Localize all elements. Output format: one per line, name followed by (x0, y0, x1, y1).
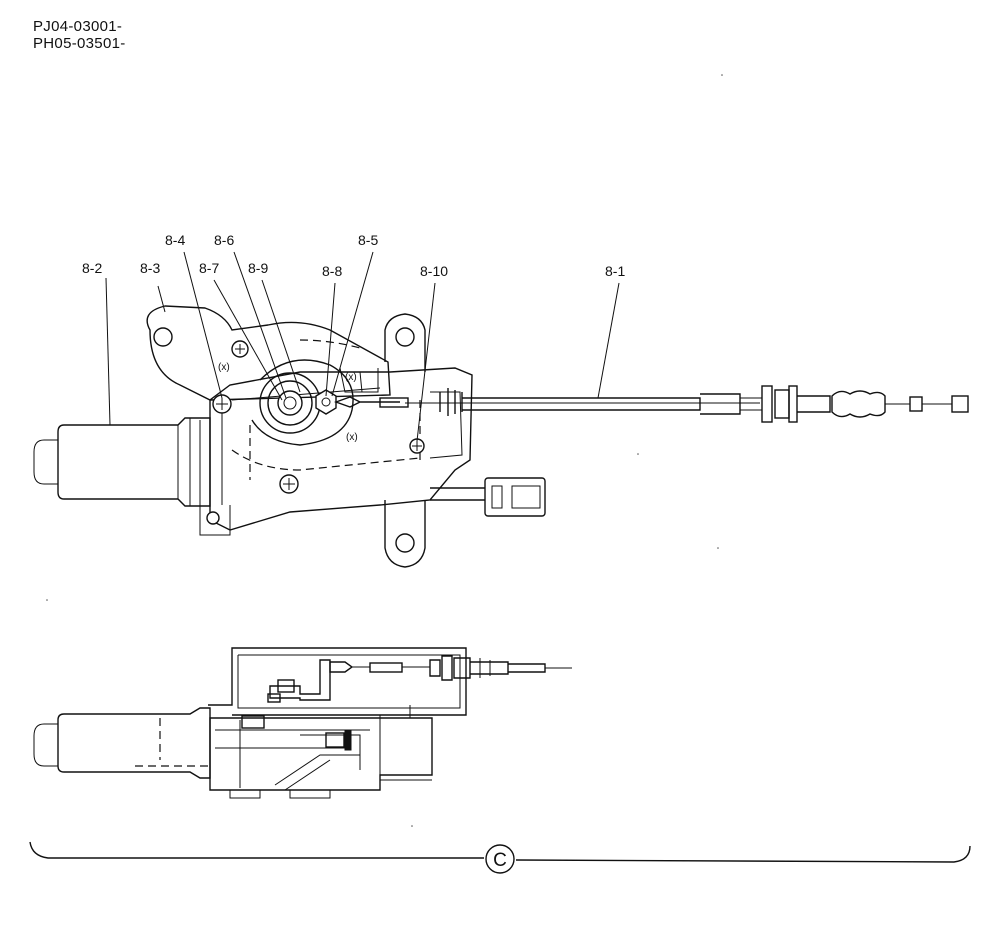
mounting-tab-upper (384, 313, 426, 372)
stud-side (277, 679, 295, 693)
tab-hole-lower (395, 533, 415, 553)
control-cable-8-1 (462, 397, 701, 411)
washer-side (267, 693, 281, 703)
leader-8-3 (157, 285, 166, 313)
motor-body-side (57, 707, 211, 779)
cable-end-assembly (700, 385, 969, 423)
housing-inner-edge (221, 387, 463, 505)
cable-end-side (329, 655, 572, 681)
nut-8-6 (277, 390, 303, 416)
mounting-tab-lower (384, 500, 426, 568)
callout-8-8: 8-8 (322, 263, 342, 279)
leader-8-4 (183, 251, 223, 399)
screw-motor-bottom (206, 511, 220, 525)
actuator-side-view (33, 647, 572, 799)
housing-side (209, 717, 433, 791)
mark-x-3: (x) (345, 372, 357, 383)
scan-dots (46, 74, 723, 827)
callout-8-3: 8-3 (140, 260, 160, 276)
callout-8-10: 8-10 (420, 263, 448, 279)
screw-upper-left (231, 340, 249, 358)
callout-8-1: 8-1 (605, 263, 625, 279)
gear-sector (251, 359, 354, 446)
actuator-housing (209, 367, 473, 531)
model-code-1: PJ04-03001- (33, 18, 123, 35)
callout-labels: 8-2 8-3 8-4 8-6 8-7 8-9 8-8 8-5 8-10 8-1 (82, 232, 625, 279)
leader-8-7 (213, 279, 283, 401)
cover-bracket-side (208, 647, 467, 716)
callout-8-4: 8-4 (165, 232, 185, 248)
lever-side (269, 659, 331, 701)
mark-x-1: (x) (218, 362, 230, 373)
motor-end-cap (33, 439, 58, 485)
mark-x-2: (x) (346, 432, 358, 443)
callout-leaders (105, 251, 620, 442)
wiring-connector (430, 477, 546, 517)
cover-inner-edge (237, 654, 461, 709)
hidden-lines-housing (231, 339, 421, 480)
leader-8-6 (233, 251, 287, 399)
motor-flange (199, 420, 231, 536)
housing-diagonal (274, 754, 360, 791)
housing-side-details (215, 720, 370, 799)
callout-8-7: 8-7 (199, 260, 219, 276)
gear-inner-ring (267, 380, 313, 426)
cable-side-lower (379, 705, 432, 781)
leader-8-10 (416, 282, 436, 442)
leader-8-5 (331, 251, 374, 397)
screw-8-10 (409, 438, 425, 454)
actuator-top-view: (x) (x) (x) (33, 305, 969, 568)
section-marker-label: C (493, 850, 507, 871)
section-bracket-line (29, 841, 971, 863)
callout-8-9: 8-9 (248, 260, 268, 276)
housing-block (241, 715, 265, 729)
section-bracket: C (29, 841, 971, 874)
housing-pin (344, 729, 352, 751)
screw-8-4 (212, 394, 232, 414)
document-header: PJ04-03001- PH05-03501- (33, 18, 126, 52)
screw-lower (279, 474, 299, 494)
callout-8-5: 8-5 (358, 232, 378, 248)
bracket-hole-left (153, 327, 173, 347)
motor-end-cap-side (33, 723, 58, 767)
motor-hidden-side (135, 718, 210, 767)
leader-8-8 (325, 282, 336, 397)
tab-hole-upper (395, 327, 415, 347)
motor-body (57, 417, 211, 507)
section-marker-circle (485, 844, 515, 874)
callout-8-6: 8-6 (214, 232, 234, 248)
mounting-bracket-left (146, 305, 391, 401)
housing-boss (325, 732, 345, 748)
cable-bracket-fitting (439, 388, 463, 416)
model-code-2: PH05-03501- (33, 35, 126, 52)
housing-ribs (339, 367, 379, 393)
leader-8-1 (597, 282, 620, 399)
motor-seam (177, 418, 191, 506)
callout-8-2: 8-2 (82, 260, 102, 276)
leader-8-9 (261, 279, 301, 393)
leader-8-2 (105, 277, 111, 426)
